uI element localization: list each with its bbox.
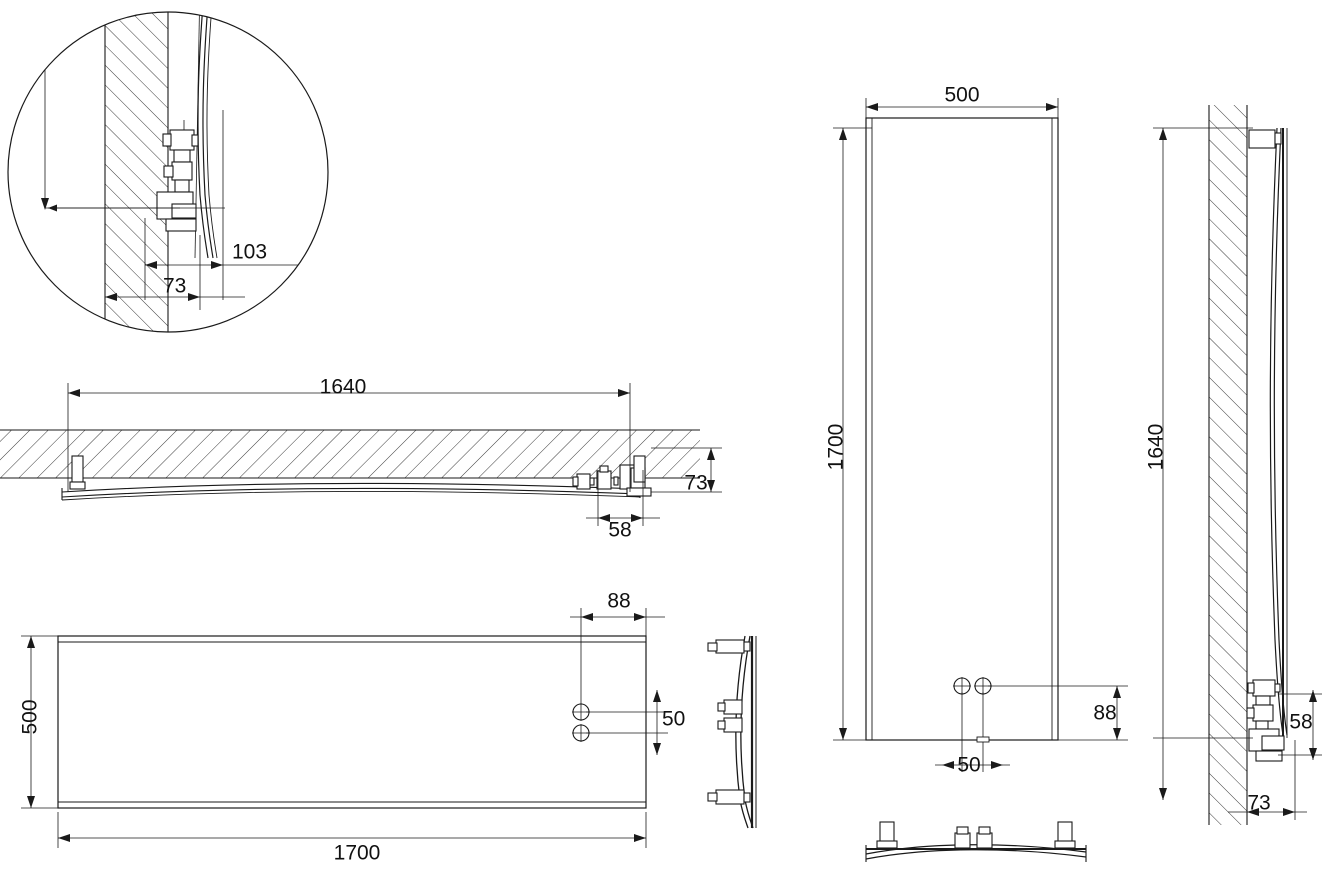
dim-label-sv-73: 73 <box>1247 792 1270 815</box>
front-horizontal-view <box>21 608 668 848</box>
dim-label-fv-50: 50 <box>957 754 980 777</box>
dim-label-fv-500: 500 <box>944 84 979 107</box>
dim-label-detail-73: 73 <box>163 275 186 298</box>
front-vertical-view <box>833 98 1128 772</box>
dimension-labels: 103 73 1640 73 58 500 1700 88 50 500 170… <box>19 84 1313 865</box>
dim-label-top-58: 58 <box>608 519 631 542</box>
dim-label-fh-1700: 1700 <box>334 842 381 865</box>
dim-label-detail-103: 103 <box>232 241 267 264</box>
dim-label-fh-88: 88 <box>607 590 630 613</box>
dim-label-sv-1640: 1640 <box>1145 424 1168 471</box>
bottom-section-view <box>865 821 1087 862</box>
dim-label-fv-88: 88 <box>1093 702 1116 725</box>
dim-label-fv-1700: 1700 <box>825 424 848 471</box>
detail-circle-view <box>7 11 329 333</box>
top-section-view <box>0 383 722 526</box>
dim-label-fh-50: 50 <box>662 708 685 731</box>
dim-label-sv-58: 58 <box>1289 711 1312 734</box>
side-small-view <box>707 635 757 829</box>
dim-label-fh-500: 500 <box>19 699 42 734</box>
dim-label-top-1640: 1640 <box>320 376 367 399</box>
side-vertical-section-view <box>1153 105 1322 825</box>
detail-circle-boundary <box>7 11 329 333</box>
dim-label-top-73: 73 <box>684 472 707 495</box>
